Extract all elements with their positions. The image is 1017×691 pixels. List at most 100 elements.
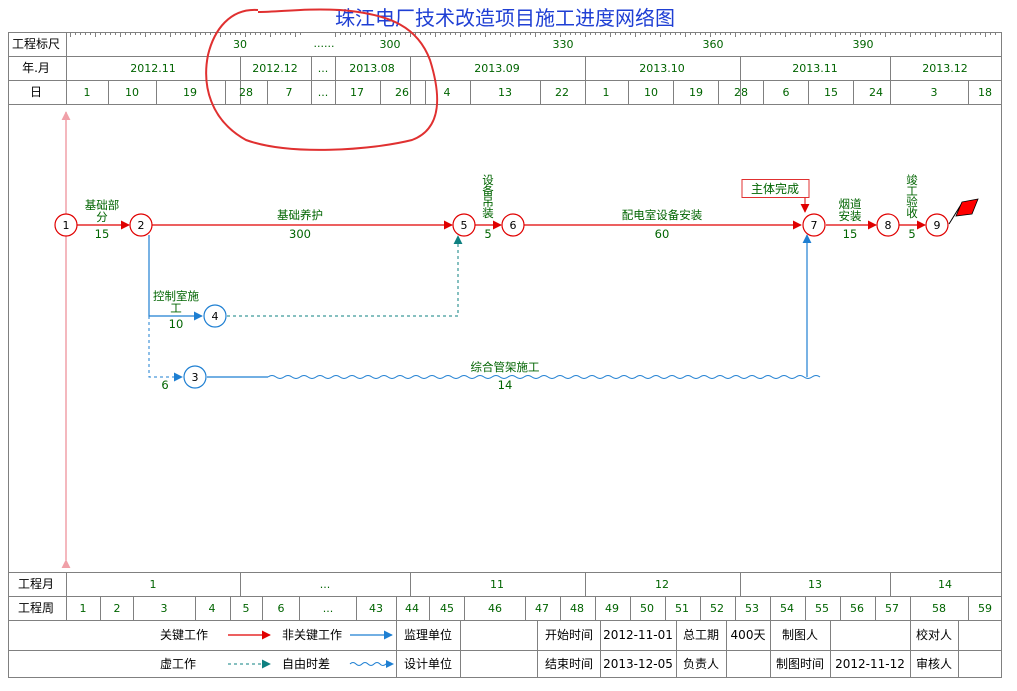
node-1: 1 bbox=[54, 213, 78, 237]
page-title: 珠江电厂技术改造项目施工进度网络图 bbox=[335, 6, 675, 30]
day-cell: 19 bbox=[689, 86, 703, 99]
noncritical-arrows bbox=[148, 234, 812, 378]
scale-value: 300 bbox=[380, 38, 401, 51]
designer-label: 设计单位 bbox=[404, 656, 452, 671]
dummy-arrows bbox=[227, 235, 463, 317]
project-month-label: 工程月 bbox=[18, 576, 54, 591]
milestone-box: 主体完成 bbox=[741, 179, 810, 213]
scale-value: 30 bbox=[233, 38, 247, 51]
day-cell: 1 bbox=[603, 86, 610, 99]
day-cell: ... bbox=[318, 86, 329, 99]
annotation-circle bbox=[205, 8, 439, 151]
start-value: 2012-11-01 bbox=[603, 628, 673, 642]
activity-name: 烟道安装 bbox=[839, 197, 862, 223]
day-cell: 26 bbox=[395, 86, 409, 99]
svg-text:5: 5 bbox=[461, 219, 468, 232]
project-month: 1 bbox=[150, 578, 157, 591]
free-float-wave bbox=[267, 375, 821, 379]
draft-time-value: 2012-11-12 bbox=[835, 657, 905, 671]
project-week: 3 bbox=[161, 602, 168, 615]
month-cell: 2013.10 bbox=[639, 62, 685, 75]
activity-duration: 15 bbox=[843, 227, 858, 241]
project-week: 45 bbox=[440, 602, 454, 615]
activity-labels: 基础部分 15 基础养护 300 设备吊装 5 配电室设备安装 60 烟道安装 … bbox=[85, 173, 919, 392]
project-week: 4 bbox=[209, 602, 216, 615]
activity-name: 控制室施工 bbox=[153, 289, 199, 315]
project-week: 47 bbox=[535, 602, 549, 615]
dummy-arrow-3 bbox=[148, 316, 183, 382]
project-week: 55 bbox=[815, 602, 829, 615]
owner-label: 负责人 bbox=[683, 657, 719, 671]
project-month: 13 bbox=[808, 578, 822, 591]
day-cell: 4 bbox=[444, 86, 451, 99]
svg-text:1: 1 bbox=[63, 219, 70, 232]
duration-value: 400天 bbox=[731, 628, 766, 642]
project-week: 56 bbox=[850, 602, 864, 615]
activity-duration: 15 bbox=[95, 227, 110, 241]
project-week: 1 bbox=[80, 602, 87, 615]
network-nodes: 1 2 3 4 5 6 7 8 9 bbox=[54, 213, 949, 389]
day-cell: 19 bbox=[183, 86, 197, 99]
project-week: 51 bbox=[675, 602, 689, 615]
project-week: 52 bbox=[710, 602, 724, 615]
project-week: 49 bbox=[605, 602, 619, 615]
project-week: 58 bbox=[932, 602, 946, 615]
legend-dummy-label: 虚工作 bbox=[160, 657, 196, 671]
month-cell: 2013.08 bbox=[349, 62, 395, 75]
svg-text:6: 6 bbox=[510, 219, 517, 232]
month-cell: ... bbox=[318, 62, 329, 75]
reviewer-label: 审核人 bbox=[916, 656, 952, 671]
day-cell: 6 bbox=[783, 86, 790, 99]
legend-noncritical-label: 非关键工作 bbox=[282, 628, 342, 642]
activity-duration: 14 bbox=[498, 378, 513, 392]
draft-time-label: 制图时间 bbox=[776, 657, 824, 671]
month-cell: 2013.12 bbox=[922, 62, 968, 75]
day-cell: 22 bbox=[555, 86, 569, 99]
milestone-label: 主体完成 bbox=[751, 181, 799, 196]
activity-name: 基础养护 bbox=[277, 208, 323, 222]
project-week: ... bbox=[323, 602, 334, 615]
project-week-label: 工程周 bbox=[18, 600, 54, 615]
month-cell: 2012.12 bbox=[252, 62, 298, 75]
activity-duration: 60 bbox=[655, 227, 670, 241]
project-week: 5 bbox=[243, 602, 250, 615]
node-6: 6 bbox=[501, 213, 525, 237]
day-cell: 18 bbox=[978, 86, 992, 99]
scale-ruler bbox=[70, 33, 996, 37]
project-week: 57 bbox=[885, 602, 899, 615]
svg-text:2: 2 bbox=[138, 219, 145, 232]
day-cell: 7 bbox=[286, 86, 293, 99]
project-week: 53 bbox=[745, 602, 759, 615]
project-week: 50 bbox=[640, 602, 654, 615]
activity-duration: 300 bbox=[289, 227, 311, 241]
activity-name: 竣工验收 bbox=[906, 173, 918, 220]
activity-name: 综合管架施工 bbox=[471, 360, 540, 374]
day-cell: 10 bbox=[125, 86, 139, 99]
supervisor-label: 监理单位 bbox=[404, 627, 452, 642]
project-month: 14 bbox=[938, 578, 952, 591]
end-label: 结束时间 bbox=[545, 657, 593, 671]
activity-duration: 5 bbox=[908, 227, 915, 241]
day-cell: 17 bbox=[350, 86, 364, 99]
finish-flag-icon bbox=[948, 198, 979, 225]
project-month: ... bbox=[320, 578, 331, 591]
header-grid bbox=[8, 32, 1002, 678]
scale-row-label: 工程标尺 bbox=[12, 36, 60, 51]
day-cell: 28 bbox=[239, 86, 253, 99]
node-3: 3 bbox=[183, 365, 207, 389]
footer-labels: 工程月 1 ... 11 12 13 14 工程周 1 2 3 4 5 6 ..… bbox=[18, 576, 992, 615]
node-8: 8 bbox=[876, 213, 900, 237]
day-cell: 28 bbox=[734, 86, 748, 99]
month-row-label: 年.月 bbox=[22, 61, 50, 75]
activity-duration: 10 bbox=[169, 317, 184, 331]
project-week: 44 bbox=[405, 602, 419, 615]
day-cell: 13 bbox=[498, 86, 512, 99]
activity-duration: 6 bbox=[161, 378, 168, 392]
day-row-label: 日 bbox=[30, 85, 42, 99]
info-table: 监理单位 设计单位 开始时间 2012-11-01 结束时间 2013-12-0… bbox=[404, 627, 952, 671]
duration-label: 总工期 bbox=[683, 628, 719, 642]
day-cell: 15 bbox=[824, 86, 838, 99]
legend-float-label: 自由时差 bbox=[282, 657, 330, 671]
project-week: 54 bbox=[780, 602, 794, 615]
project-week: 48 bbox=[570, 602, 584, 615]
